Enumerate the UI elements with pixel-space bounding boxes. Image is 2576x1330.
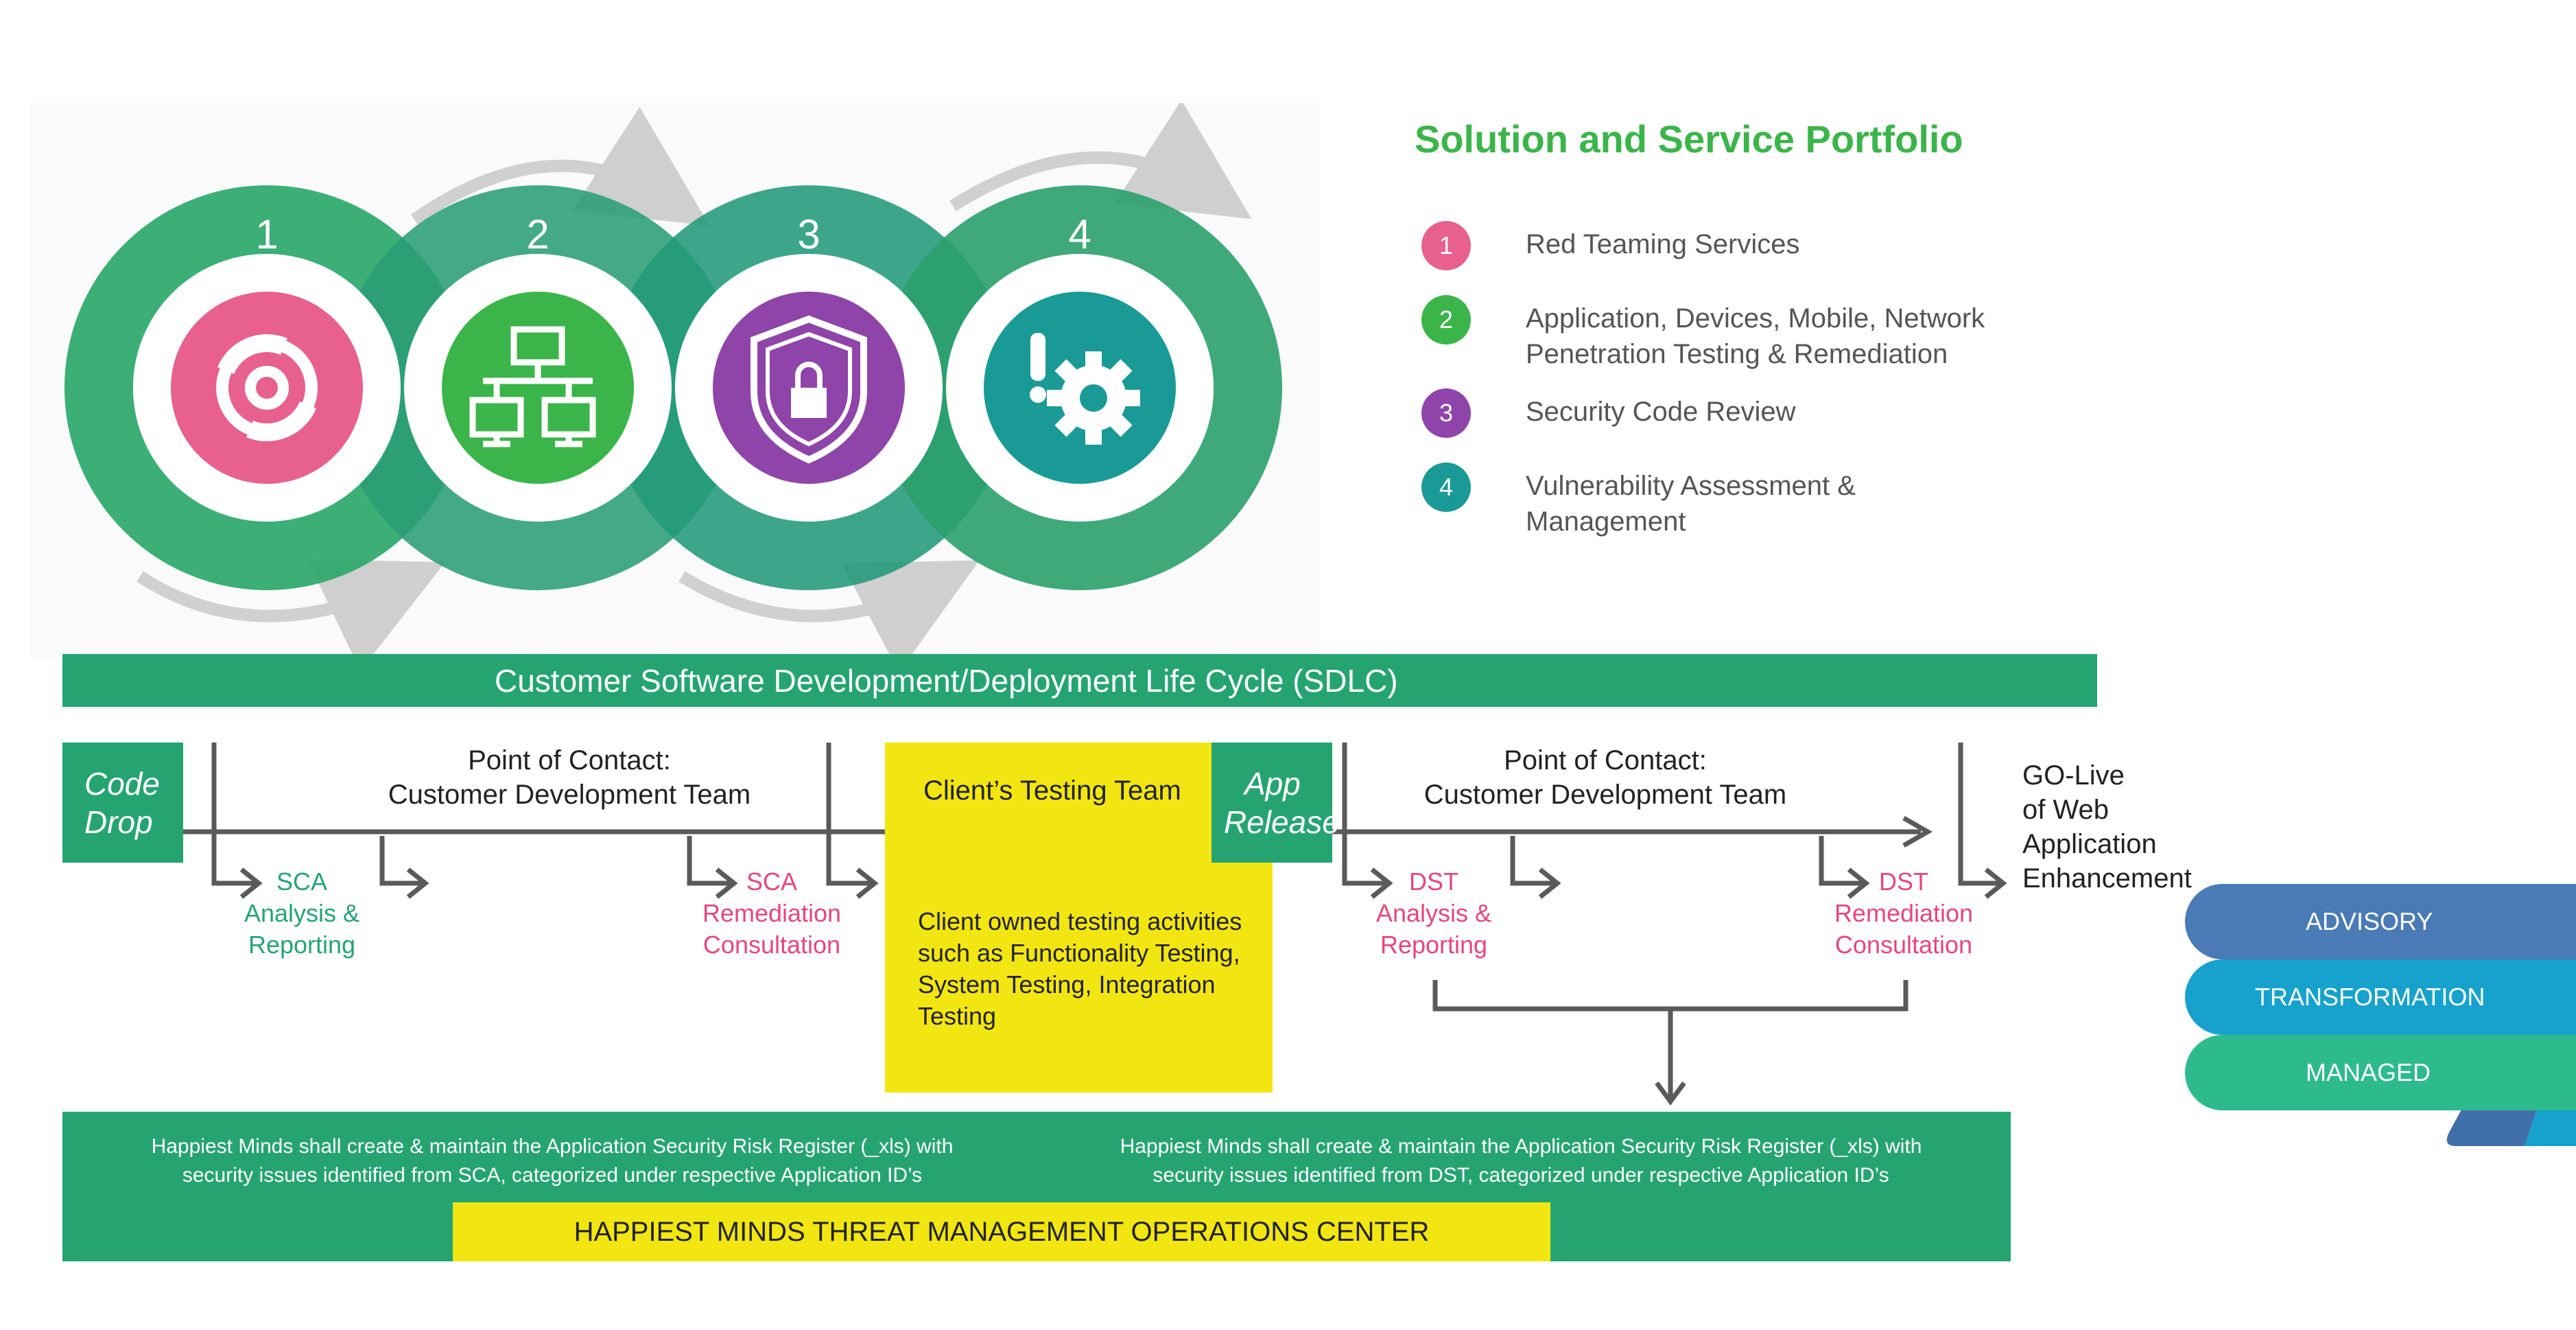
service-pill-label: ADVISORY bbox=[2306, 907, 2433, 935]
app-release-line-1: App bbox=[1244, 765, 1301, 802]
client-team-title: Client’s Testing Team bbox=[923, 775, 1181, 806]
code-drop-line-2: Drop bbox=[84, 804, 153, 840]
sca-remediation-connector bbox=[687, 836, 731, 886]
golive-label: GO-Live of Web Application Enhancement bbox=[2022, 758, 2228, 896]
step-line: DST bbox=[1409, 867, 1458, 896]
step-sca-remediation: SCA Remediation Consultation bbox=[686, 866, 858, 961]
sca-reporting-connector bbox=[379, 836, 422, 886]
client-testing-team-box bbox=[885, 743, 1273, 1093]
app-release-line-2: Release bbox=[1224, 804, 1340, 840]
refresh-cycle-icon bbox=[216, 334, 318, 441]
dst-remediation-connector bbox=[1819, 836, 1863, 886]
cycle-number-1: 1 bbox=[255, 211, 278, 257]
cycle-arrow-top-1 bbox=[410, 106, 710, 226]
step-line: DST bbox=[1879, 867, 1928, 896]
network-icon bbox=[469, 326, 596, 447]
golive-line-1: GO-Live bbox=[2022, 760, 2125, 791]
portfolio-item-label: Vulnerability Assessment & Management bbox=[1526, 471, 1856, 537]
step-line: Consultation bbox=[702, 931, 841, 959]
sca-analysis-connector bbox=[211, 743, 255, 886]
step-line: Remediation bbox=[702, 899, 842, 927]
service-pill-advisory: ADVISORY bbox=[2185, 884, 2576, 959]
code-drop-line-1: Code bbox=[84, 765, 160, 802]
service-cycle-graphic: 1 2 3 4 bbox=[30, 103, 1320, 659]
poc-right-line-2: Customer Development Team bbox=[1423, 780, 1787, 810]
portfolio-number-badge: 1 bbox=[1421, 221, 1471, 270]
sdlc-banner: Customer Software Development/Deployment… bbox=[62, 654, 2097, 707]
tmoc-banner: HAPPIEST MINDS THREAT MANAGEMENT OPERATI… bbox=[453, 1202, 1550, 1261]
portfolio-item-label: Red Teaming Services bbox=[1526, 229, 1800, 259]
cycle-arrow-bottom-2 bbox=[678, 560, 980, 659]
dst-bracket bbox=[1432, 980, 1909, 1012]
step-dst-remediation: DST Remediation Consultation bbox=[1818, 866, 1989, 961]
golive-line-2: of Web bbox=[2022, 795, 2109, 825]
cycle-arrow-bottom-1 bbox=[137, 559, 446, 659]
step-line: Analysis & bbox=[1375, 899, 1492, 927]
portfolio-number-badge: 4 bbox=[1421, 463, 1471, 512]
sdlc-title: Customer Software Development/Deployment… bbox=[495, 662, 1398, 699]
tmoc-title: HAPPIEST MINDS THREAT MANAGEMENT OPERATI… bbox=[574, 1216, 1430, 1247]
step-line: Consultation bbox=[1834, 931, 1973, 959]
golive-line-3: Application bbox=[2022, 829, 2157, 859]
poc-left: Point of Contact: Customer Development T… bbox=[370, 743, 768, 812]
step-sca-analysis: SCA Analysis & Reporting bbox=[220, 866, 384, 961]
register-dst-text: Happiest Minds shall create & maintain t… bbox=[1120, 1135, 1922, 1187]
app-release-box: App Release bbox=[1212, 743, 1340, 863]
shield-lock-icon bbox=[751, 315, 867, 464]
register-sca-text: Happiest Minds shall create & maintain t… bbox=[151, 1135, 954, 1187]
cycle-number-3: 3 bbox=[797, 211, 820, 257]
step-dst-analysis: DST Analysis & Reporting bbox=[1351, 866, 1516, 961]
portfolio-item-code-review: 3 Security Code Review bbox=[1421, 388, 2039, 438]
golive-line-4: Enhancement bbox=[2022, 863, 2192, 894]
client-team-connector bbox=[826, 743, 871, 886]
poc-right-line-1: Point of Contact: bbox=[1504, 745, 1707, 775]
step-line: Reporting bbox=[1380, 931, 1488, 959]
portfolio-item-label: Security Code Review bbox=[1526, 397, 1796, 427]
cycle-arrow-top-2 bbox=[949, 103, 1252, 220]
code-drop-box: Code Drop bbox=[62, 743, 183, 863]
alert-gear-icon bbox=[1030, 333, 1140, 445]
step-line: Reporting bbox=[248, 931, 356, 959]
client-team-description: Client owned testing activities such as … bbox=[918, 907, 1242, 1030]
step-line: SCA bbox=[746, 867, 798, 896]
poc-left-line-2: Customer Development Team bbox=[388, 780, 751, 810]
service-pill-label: MANAGED bbox=[2306, 1058, 2431, 1086]
cycle-number-2: 2 bbox=[526, 211, 549, 257]
portfolio-number-badge: 2 bbox=[1421, 295, 1471, 345]
dst-analysis-connector bbox=[1342, 743, 1386, 886]
dst-reporting-connector bbox=[1510, 836, 1554, 886]
service-pill-label: TRANSFORMATION bbox=[2255, 983, 2485, 1011]
portfolio-item-vulnerability: 4 Vulnerability Assessment & Management bbox=[1421, 463, 2039, 539]
portfolio-title: Solution and Service Portfolio bbox=[1415, 117, 1963, 161]
step-line: SCA bbox=[276, 867, 328, 896]
cycle-circle-1 bbox=[171, 292, 363, 484]
cycle-number-4: 4 bbox=[1068, 211, 1091, 257]
step-line: Remediation bbox=[1834, 899, 1974, 927]
poc-left-line-1: Point of Contact: bbox=[468, 745, 671, 775]
dst-bracket-arrowhead bbox=[1655, 1081, 1686, 1106]
portfolio-number-badge: 3 bbox=[1421, 388, 1471, 438]
portfolio-item-red-teaming: 1 Red Teaming Services bbox=[1421, 221, 2039, 270]
portfolio-item-penetration-testing: 2 Application, Devices, Mobile, Network … bbox=[1421, 295, 2039, 372]
step-line: Analysis & bbox=[244, 899, 360, 927]
portfolio-item-label: Application, Devices, Mobile, Network Pe… bbox=[1526, 303, 1985, 369]
poc-right: Point of Contact: Customer Development T… bbox=[1406, 743, 1804, 812]
timeline-arrowhead bbox=[1902, 815, 1933, 848]
golive-connector bbox=[1958, 743, 2000, 886]
service-pill-managed: MANAGED bbox=[2185, 1035, 2576, 1110]
service-pill-transformation: TRANSFORMATION bbox=[2185, 959, 2576, 1035]
